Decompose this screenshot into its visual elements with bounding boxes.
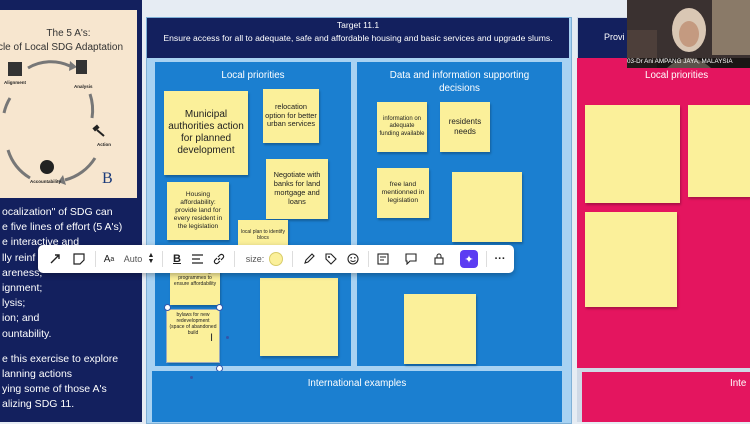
lock-icon[interactable] <box>430 245 448 273</box>
left-text-line: ountability. <box>2 327 52 340</box>
tag-icon[interactable] <box>322 245 340 273</box>
data-info-title: Data and information supporting decision… <box>389 70 530 94</box>
left-description-text: ocalization" of SDG can e five lines of … <box>2 205 142 413</box>
sticky-note[interactable]: Negotiate with banks for land mortgage a… <box>266 159 328 219</box>
sticky-note[interactable]: Housing affordability: provide land for … <box>167 182 229 240</box>
gavel-icon <box>92 124 105 137</box>
font-size-select[interactable]: Auto <box>123 254 143 264</box>
local-priorities-title: Local priorities <box>221 70 285 81</box>
more-icon[interactable]: ··· <box>494 253 506 265</box>
text-cursor-icon: I <box>210 332 214 344</box>
size-label: size: <box>245 254 265 264</box>
sticky-note[interactable] <box>585 212 677 307</box>
align-icon[interactable] <box>188 245 206 273</box>
international-examples-panel[interactable]: International examples <box>152 371 562 422</box>
toolbar-divider <box>292 251 293 267</box>
sticky-note[interactable]: social housing programmes to ensure affo… <box>170 267 220 305</box>
sticky-note[interactable]: Municipal authorities action for planned… <box>164 91 248 175</box>
international-examples-title: International examples <box>307 378 407 389</box>
cycle-arrows-diagram <box>2 60 97 185</box>
left-text-line <box>2 342 142 352</box>
sticky-note[interactable] <box>452 172 522 242</box>
participant-avatar <box>627 0 750 68</box>
accountability-icon <box>40 160 54 174</box>
cycle-title-line2: cle of Local SDG Adaptation <box>0 42 124 53</box>
left-text-line: ocalization" of SDG can <box>2 206 113 218</box>
accountability-label: Accountability <box>30 179 62 184</box>
toolbar-divider <box>486 251 487 267</box>
five-as-cycle-card[interactable]: The 5 A's: cle of Local SDG Adaptation A… <box>0 10 137 198</box>
right-international-title: Inte <box>730 378 747 389</box>
sticky-note[interactable] <box>260 278 338 356</box>
sticky-note-selected[interactable]: bylaws for new redevelopment (space of a… <box>166 309 220 363</box>
left-text-line: ignment; <box>2 282 43 295</box>
move-icon[interactable] <box>44 245 66 273</box>
toolbar-divider <box>162 251 163 267</box>
toolbar-divider <box>234 251 235 267</box>
right-header-title: Provi <box>604 32 625 42</box>
sticky-note[interactable] <box>688 105 750 197</box>
sticky-note[interactable] <box>585 105 680 203</box>
right-international-panel[interactable]: Inte <box>582 372 750 422</box>
cycle-title-line1: The 5 A's: <box>46 28 91 39</box>
sticky-note[interactable]: residents needs <box>440 102 490 152</box>
sticky-note[interactable]: information on adequate funding availabl… <box>377 102 427 152</box>
left-text-line: ying some of those A's <box>2 383 107 396</box>
left-text-line: e five lines of effort (5 A's) <box>2 221 123 234</box>
toolbar-divider <box>368 251 369 267</box>
participant-video[interactable] <box>627 0 750 68</box>
sticky-note[interactable] <box>404 294 476 364</box>
alignment-label: Alignment <box>4 80 26 85</box>
left-text-line: areness; <box>2 266 43 279</box>
card-icon[interactable] <box>374 245 392 273</box>
selection-handle[interactable] <box>164 304 171 311</box>
alignment-icon <box>8 62 22 76</box>
emoji-icon[interactable] <box>344 245 362 273</box>
organization-logo: B <box>102 170 113 187</box>
left-text-line: alizing SDG 11. <box>2 398 75 411</box>
bold-icon[interactable]: B <box>173 253 181 265</box>
analysis-icon <box>76 60 87 74</box>
left-text-line: lly reinf <box>2 251 36 264</box>
sticky-note[interactable]: relocation option for better urban servi… <box>263 89 319 143</box>
sticky-note-icon[interactable] <box>68 245 90 273</box>
right-local-priorities-title: Local priorities <box>645 70 709 81</box>
left-text-line: e this exercise to explore <box>2 352 119 365</box>
ai-sparkle-icon[interactable]: ✦ <box>458 245 480 273</box>
analysis-label: Analysis <box>74 84 93 89</box>
comment-icon[interactable] <box>402 245 420 273</box>
canvas-marker <box>190 376 193 379</box>
selection-handle[interactable] <box>216 304 223 311</box>
participant-name-label: 03-Dr Ani AMPANG JAYA, MALAYSIA <box>627 58 750 68</box>
canvas-marker <box>226 336 229 339</box>
toolbar-divider <box>95 251 96 267</box>
target-title: Target 11.1 <box>336 20 380 30</box>
action-label: Action <box>97 142 111 147</box>
target-description: Ensure access for all to adequate, safe … <box>163 33 553 43</box>
left-text-line: ion; and <box>2 312 40 325</box>
pen-icon[interactable] <box>300 245 318 273</box>
font-size-stepper-icon[interactable]: ▲▼ <box>147 252 155 265</box>
target-header: Target 11.1 Ensure access for all to ade… <box>147 18 569 58</box>
color-swatch-icon[interactable] <box>268 245 284 273</box>
left-text-line: lanning actions <box>2 368 73 381</box>
link-icon[interactable] <box>210 245 228 273</box>
sticky-note[interactable]: free land mentionned in legislation <box>377 168 429 218</box>
left-text-line: lysis; <box>2 297 26 310</box>
